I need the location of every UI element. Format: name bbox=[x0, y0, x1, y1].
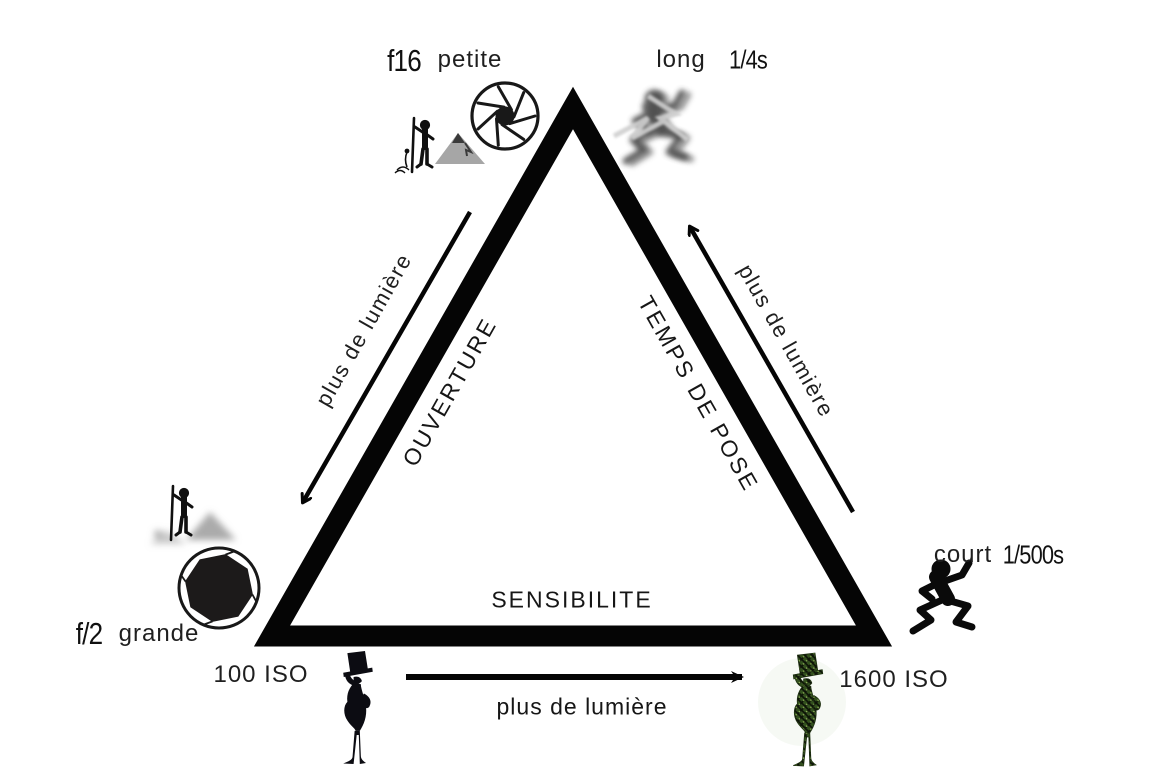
shutter-long-value: 1/4s bbox=[729, 44, 768, 75]
aperture-small-fstop: f16 bbox=[387, 43, 422, 78]
clean-silhouette-icon bbox=[343, 651, 373, 764]
runner-sharp-icon bbox=[913, 560, 972, 631]
aperture-closed-icon bbox=[470, 81, 540, 151]
left-light-arrow bbox=[303, 210, 472, 502]
right-light-arrow bbox=[690, 227, 855, 514]
iso-high-label: 1600 ISO bbox=[839, 666, 949, 693]
aperture-large-desc: grande bbox=[118, 620, 200, 647]
aperture-large-fstop: f/2 bbox=[75, 616, 103, 651]
triangle-outline bbox=[253, 86, 893, 647]
shutter-short-desc: court bbox=[933, 541, 993, 568]
shutter-short-value: 1/500s bbox=[1002, 539, 1064, 570]
hiker-deep-focus-icon bbox=[394, 118, 485, 173]
noisy-silhouette-icon bbox=[758, 652, 846, 767]
bottom-more-light-label: plus de lumière bbox=[496, 693, 668, 720]
iso-low-label: 100 ISO bbox=[213, 661, 309, 688]
iso-side-label: SENSIBILITE bbox=[491, 586, 653, 613]
aperture-small-desc: petite bbox=[437, 46, 503, 73]
hiker-blurred-background-icon bbox=[150, 486, 236, 544]
runner-motion-blur-icon bbox=[612, 90, 691, 163]
shutter-long-desc: long bbox=[656, 46, 706, 73]
aperture-open-icon bbox=[177, 546, 261, 630]
